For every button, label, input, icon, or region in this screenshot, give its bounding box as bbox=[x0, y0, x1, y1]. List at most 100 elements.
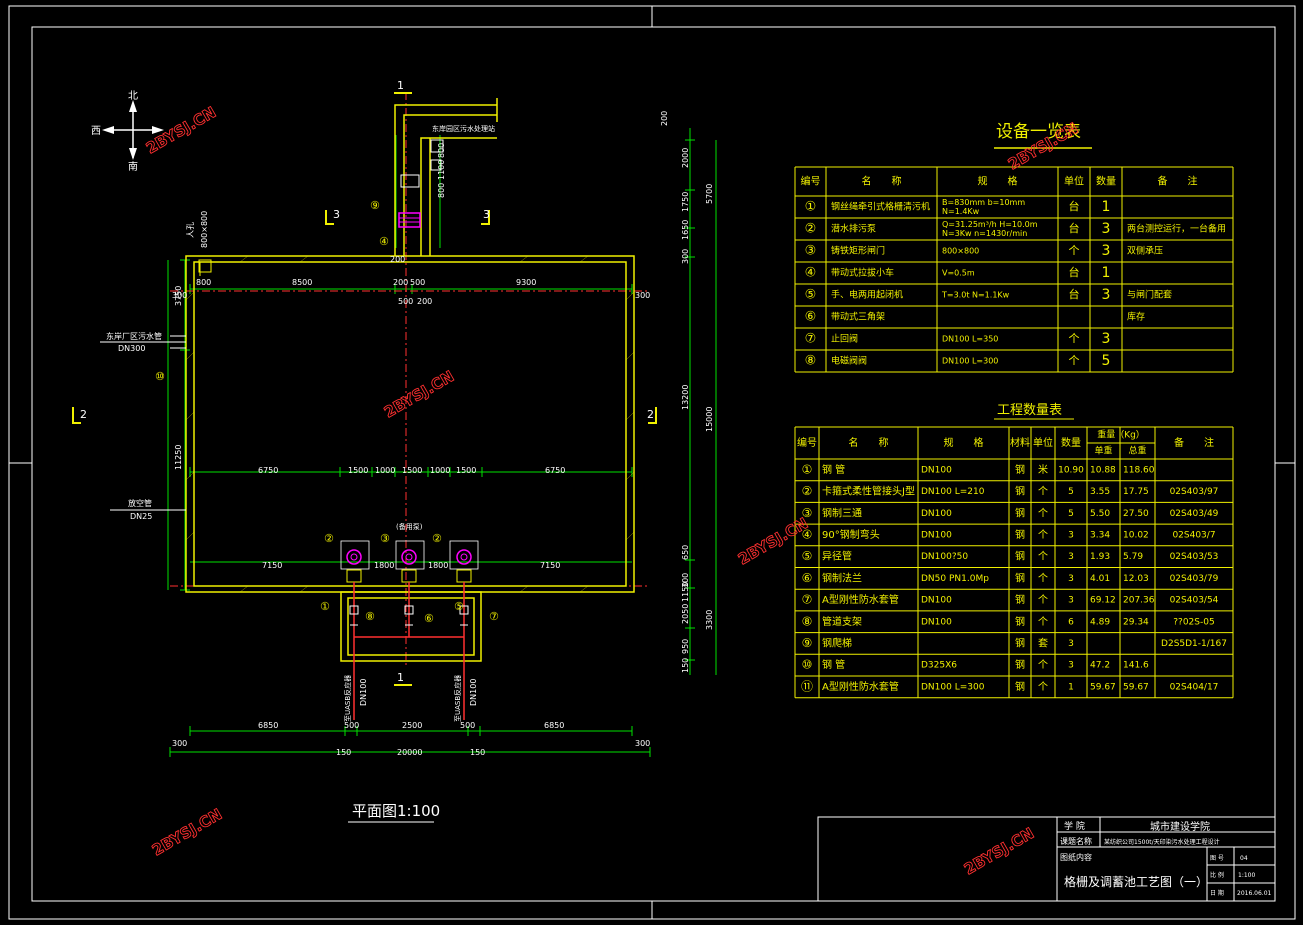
quantity-cell: 5 bbox=[1068, 509, 1074, 519]
callout-10: ⑩ bbox=[155, 370, 165, 383]
svg-text:6750: 6750 bbox=[258, 466, 278, 475]
svg-text:11250: 11250 bbox=[174, 445, 183, 470]
quantity-header-cell: 数量 bbox=[1061, 436, 1081, 449]
quantity-cell: 钢 管 bbox=[822, 463, 845, 476]
svg-text:1650: 1650 bbox=[681, 220, 690, 240]
discharge-pipes bbox=[353, 582, 465, 720]
watermark-5: 2BYSJ.CN bbox=[149, 805, 225, 859]
equipment-cell: 台 bbox=[1069, 287, 1080, 301]
svg-text:8500: 8500 bbox=[292, 278, 312, 287]
section-mark-3-right: 3 bbox=[483, 208, 490, 221]
svg-text:300: 300 bbox=[635, 739, 650, 748]
equipment-cell: 潜水排污泵 bbox=[831, 223, 876, 235]
quantity-cell: 3 bbox=[1068, 596, 1074, 606]
equipment-cell: ⑧ bbox=[805, 354, 817, 369]
quantity-cell: DN100 bbox=[921, 617, 952, 627]
quantity-cell: 个 bbox=[1038, 551, 1048, 563]
svg-text:200: 200 bbox=[417, 297, 432, 306]
equipment-header-cell: 编号 bbox=[801, 175, 821, 188]
svg-text:300: 300 bbox=[681, 573, 690, 588]
quantity-cell: 钢 bbox=[1015, 615, 1025, 628]
pipe-fittings bbox=[349, 605, 469, 626]
quantity-cell: 钢制法兰 bbox=[822, 571, 862, 584]
svg-text:800: 800 bbox=[437, 183, 446, 198]
equipment-cell: DN100 L=350 bbox=[942, 335, 998, 344]
west-inlet-label: 东岸厂区污水管 bbox=[106, 331, 162, 341]
svg-text:950: 950 bbox=[681, 639, 690, 654]
quantity-header-cell: 名 称 bbox=[849, 436, 889, 449]
equipment-cell: 800×800 bbox=[942, 247, 979, 256]
equipment-header-cell: 规 格 bbox=[978, 175, 1018, 188]
svg-text:800: 800 bbox=[437, 143, 446, 158]
equipment-cell: ③ bbox=[805, 244, 817, 259]
svg-text:500: 500 bbox=[344, 721, 359, 730]
quantity-cell: 钢 bbox=[1015, 550, 1025, 563]
quantity-cell: 59.67 bbox=[1123, 682, 1149, 692]
equipment-cell: 个 bbox=[1069, 332, 1080, 345]
quantity-cell: 207.36 bbox=[1123, 596, 1155, 606]
quantity-cell: DN100?50 bbox=[921, 552, 968, 562]
quantity-cell: 5 bbox=[1068, 487, 1074, 497]
equipment-cell: 双侧承压 bbox=[1127, 245, 1163, 257]
svg-text:300: 300 bbox=[172, 739, 187, 748]
plan-title: 平面图1:100 bbox=[352, 802, 440, 820]
equipment-cell: ② bbox=[805, 222, 817, 237]
quantity-cell: ② bbox=[802, 484, 813, 498]
north-inlet-label: 东岸园区污水处理站 bbox=[432, 124, 495, 133]
quantity-cell: ⑪ bbox=[801, 679, 813, 693]
quantity-cell: 5.79 bbox=[1123, 552, 1143, 562]
equipment-cell: 库存 bbox=[1127, 311, 1145, 323]
quantity-cell: 10.88 bbox=[1090, 465, 1116, 475]
quantity-cell: 02S403/79 bbox=[1170, 574, 1219, 584]
quantity-cell: ⑥ bbox=[802, 571, 813, 585]
quantity-cell: 米 bbox=[1038, 463, 1048, 476]
quantity-cell: 02S403/7 bbox=[1172, 530, 1215, 540]
svg-text:2500: 2500 bbox=[402, 721, 422, 730]
quantity-cell: ⑨ bbox=[802, 636, 813, 650]
quantity-header-cell: 备 注 bbox=[1174, 436, 1214, 449]
quantity-cell: 02S403/49 bbox=[1170, 509, 1219, 519]
svg-text:1100: 1100 bbox=[437, 160, 446, 180]
quantity-cell: 6 bbox=[1068, 617, 1074, 627]
quantity-cell: 3.55 bbox=[1090, 487, 1110, 497]
quantity-cell: 02S403/97 bbox=[1170, 487, 1219, 497]
equipment-cell: 带动式拉拔小车 bbox=[831, 267, 894, 279]
quantity-cell: 29.34 bbox=[1123, 617, 1149, 627]
svg-text:150: 150 bbox=[681, 658, 690, 673]
quantity-cell: 141.6 bbox=[1123, 661, 1149, 671]
quantity-cell: 套 bbox=[1038, 636, 1048, 649]
equipment-cell: 3 bbox=[1102, 287, 1111, 303]
quantity-cell: 1 bbox=[1068, 682, 1074, 692]
drain-label: 放空管 bbox=[128, 498, 152, 508]
equipment-cell: 个 bbox=[1069, 354, 1080, 367]
quantity-cell: 3 bbox=[1068, 530, 1074, 540]
svg-text:15000: 15000 bbox=[705, 407, 714, 432]
quantity-table-grid bbox=[794, 426, 1234, 699]
quantity-cell: D2S5D1-1/167 bbox=[1161, 639, 1227, 649]
equipment-cell: ⑤ bbox=[805, 288, 817, 303]
quantity-cell: 钢 bbox=[1015, 658, 1025, 671]
quantity-cell: 钢 bbox=[1015, 528, 1025, 541]
quantity-cell: 02S403/53 bbox=[1170, 552, 1219, 562]
quantity-cell: 异径管 bbox=[822, 550, 852, 563]
svg-text:500: 500 bbox=[410, 278, 425, 287]
callout-6: ⑥ bbox=[424, 612, 434, 625]
equipment-cell: ④ bbox=[805, 266, 817, 281]
quantity-cell: 钢制三通 bbox=[822, 506, 862, 519]
project-label: 课题名称 bbox=[1060, 836, 1092, 846]
no-label: 图 号 bbox=[1210, 855, 1224, 862]
equipment-header-cell: 数量 bbox=[1096, 175, 1116, 188]
callout-2b: ② bbox=[432, 532, 442, 545]
compass: 北 南 西 bbox=[91, 90, 164, 173]
equipment-cell: 钢丝绳牵引式格栅清污机 bbox=[831, 201, 930, 213]
quantity-cell: 17.75 bbox=[1123, 487, 1149, 497]
callout-5: ⑤ bbox=[454, 600, 464, 613]
callout-9: ⑨ bbox=[370, 199, 380, 212]
drawing-label: 图纸内容 bbox=[1060, 852, 1092, 862]
quantity-cell: 个 bbox=[1038, 529, 1048, 541]
quantity-cell: 钢 bbox=[1015, 636, 1025, 649]
quantity-cell: 钢 bbox=[1015, 463, 1025, 476]
west-inlet-dn: DN300 bbox=[118, 344, 145, 353]
